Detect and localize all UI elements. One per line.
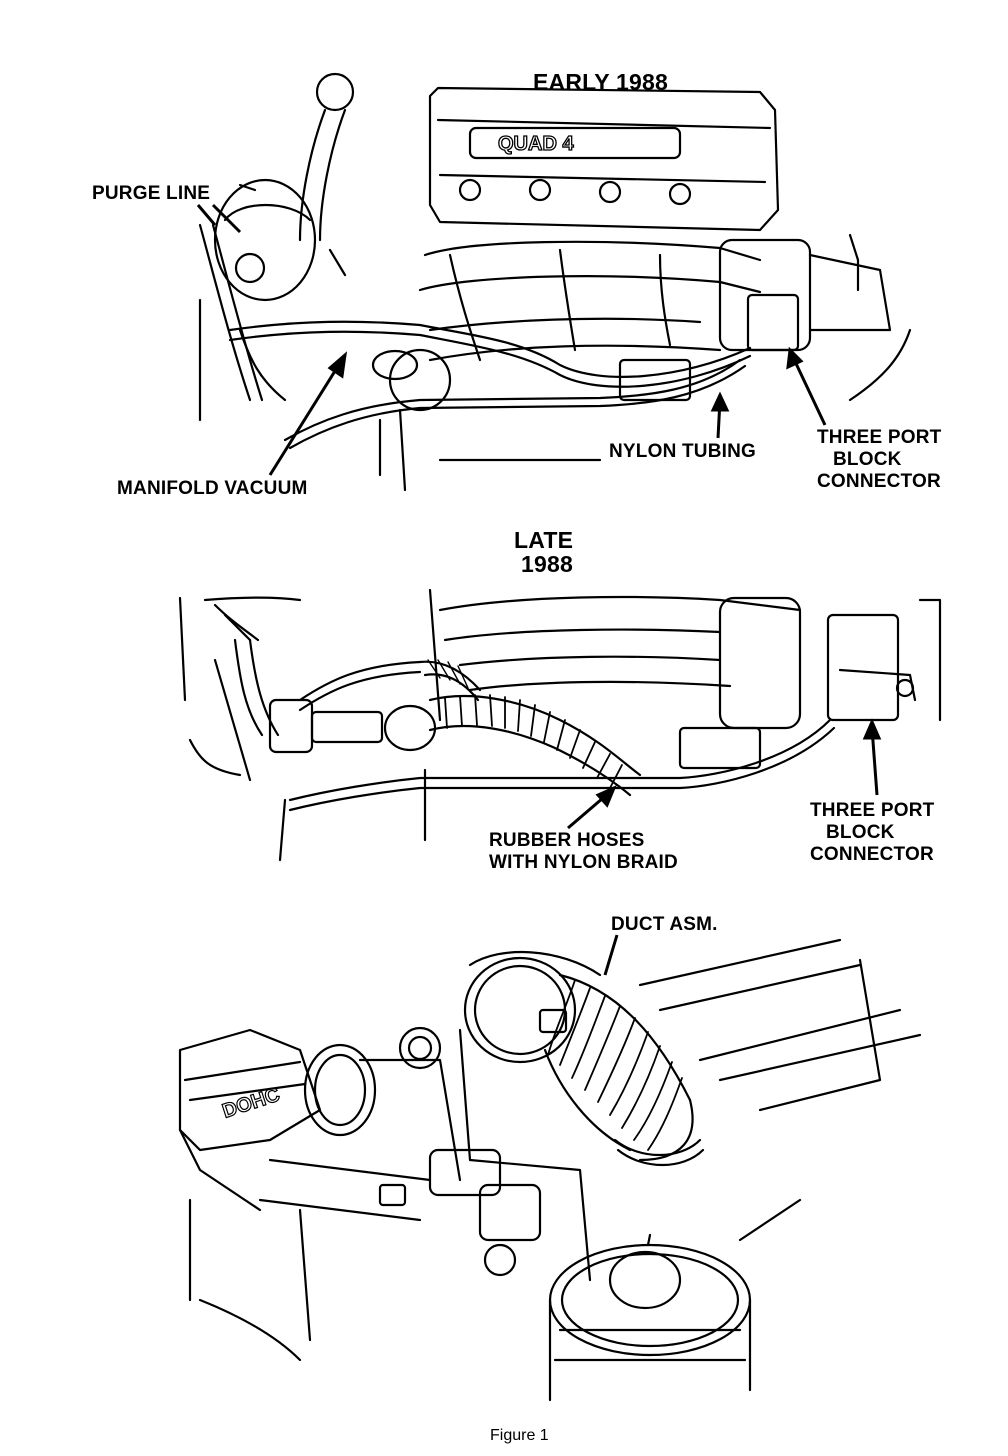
early-1988-title: EARLY 1988 — [533, 69, 668, 95]
early-three-port-label-line1: THREE PORT — [817, 427, 942, 448]
early-engine-lettering: QUAD 4 — [498, 133, 574, 155]
duct-engine-lettering: DOHC — [220, 1084, 283, 1123]
figure-caption: Figure 1 — [490, 1427, 549, 1444]
early-three-port-label-line2: BLOCK — [833, 449, 902, 470]
rubber-hoses-label-line2: WITH NYLON BRAID — [489, 852, 678, 873]
late-three-port-label-line3: CONNECTOR — [810, 844, 934, 865]
late-1988-title-line2: 1988 — [521, 551, 573, 577]
nylon-tubing-label: NYLON TUBING — [609, 441, 757, 462]
early-three-port-label-line3: CONNECTOR — [817, 471, 941, 492]
late-1988-title-line1: LATE — [514, 527, 574, 553]
late-three-port-label-line1: THREE PORT — [810, 800, 935, 821]
rubber-hoses-label-line1: RUBBER HOSES — [489, 830, 645, 851]
manifold-vacuum-label: MANIFOLD VACUUM — [117, 478, 308, 499]
late-three-port-label-line2: BLOCK — [826, 822, 895, 843]
duct-assembly-label: DUCT ASM. — [611, 914, 718, 935]
purge-line-label: PURGE LINE — [92, 183, 211, 204]
